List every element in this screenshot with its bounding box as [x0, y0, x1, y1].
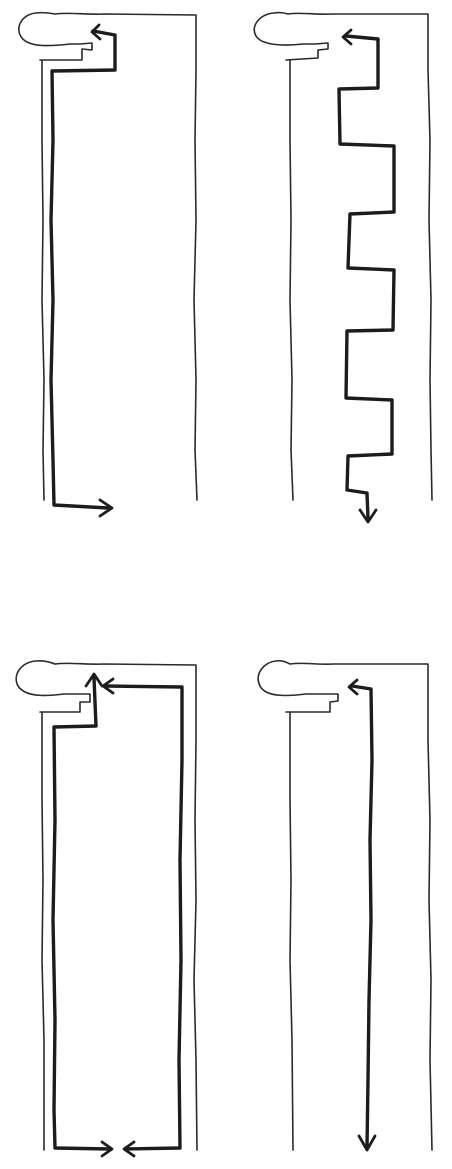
- panel-bottom-left: [16, 661, 197, 1156]
- panel-top-right: [254, 13, 432, 522]
- route-bottom-left-left-loop: [53, 678, 110, 1149]
- route-bottom-right: [352, 686, 372, 1148]
- panel-bottom-right: [258, 661, 432, 1150]
- route-top-right: [339, 36, 394, 518]
- outline-bottom-left: [16, 661, 197, 1150]
- panel-top-left: [19, 13, 197, 516]
- outline-bottom-right: [258, 661, 432, 1150]
- route-bottom-left-right-loop: [105, 686, 182, 1149]
- route-top-left: [51, 31, 115, 508]
- outline-top-right: [254, 13, 432, 500]
- outline-top-left: [19, 13, 197, 500]
